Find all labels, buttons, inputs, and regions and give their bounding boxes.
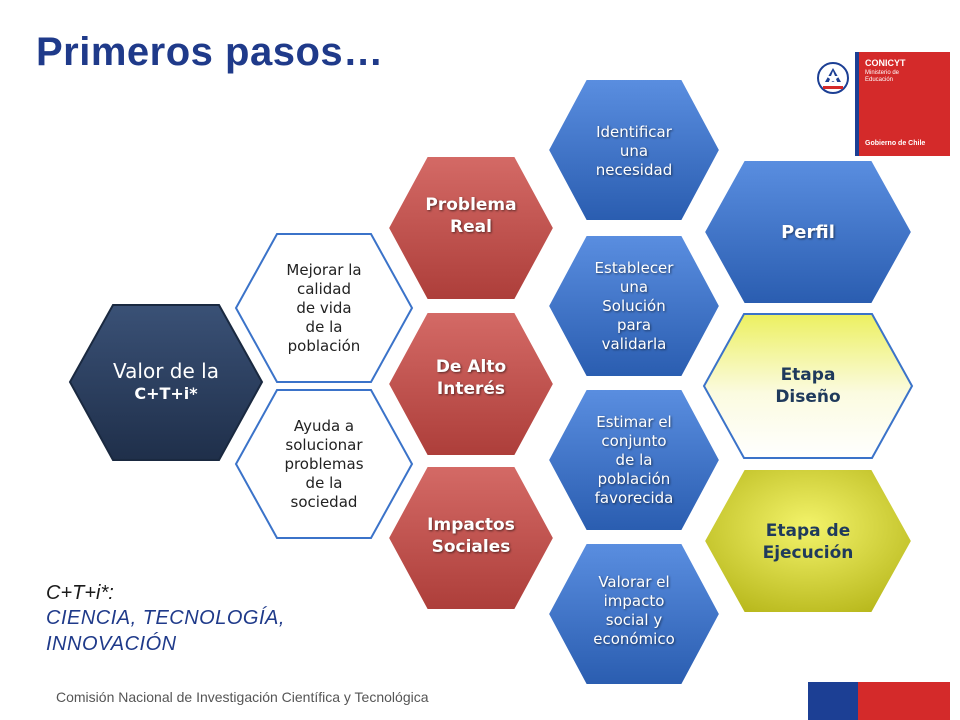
footnote-line-1: CIENCIA, TECNOLOGÍA,	[46, 607, 285, 629]
hex-ayuda	[234, 389, 414, 539]
footer-text: Comisión Nacional de Investigación Cient…	[56, 689, 429, 705]
hex-identificar-text: Identificar una necesidad	[595, 122, 673, 179]
hex-mejorar-text: Mejorar la calidad de vida de la poblaci…	[286, 260, 362, 355]
conicyt-logo: CONICYT Ministerio de Educación Gobierno…	[810, 52, 950, 156]
hex-establecer	[546, 234, 722, 378]
hex-alto-interes-text: De Alto Interés	[435, 357, 507, 399]
footnote-line-2: INNOVACIÓN	[46, 633, 177, 655]
hex-problema-real	[386, 155, 556, 301]
hex-estimar	[546, 388, 722, 532]
logo-government: Gobierno de Chile	[865, 140, 926, 147]
hex-perfil	[702, 159, 914, 305]
page-title: Primeros pasos…	[36, 30, 384, 74]
hex-valorar	[546, 542, 722, 686]
hex-perfil-text: Perfil	[781, 221, 835, 243]
hex-diseno-text: Etapa Diseño	[775, 365, 841, 407]
hex-estimar-text: Estimar el conjunto de la población favo…	[594, 412, 674, 507]
hex-ejecucion-text: Etapa de Ejecución	[762, 521, 854, 563]
hex-establecer-text: Establecer una Solución para validarla	[594, 258, 674, 353]
hex-ejecucion	[702, 468, 914, 614]
logo-ministry: Ministerio de Educación	[865, 70, 900, 83]
hex-problema-real-text: Problema Real	[425, 195, 517, 237]
footnote-title: C+T+i*:	[46, 582, 114, 604]
hex-valor-line1: Valor de la	[113, 358, 219, 383]
hex-diseno	[702, 313, 914, 459]
hex-valor	[68, 304, 264, 461]
hex-impactos	[386, 465, 556, 611]
hex-ayuda-text: Ayuda a solucionar problemas de la socie…	[284, 416, 364, 511]
hex-identificar	[546, 78, 722, 222]
hex-valor-line2: C+T+i*	[134, 383, 198, 403]
hex-valor-text: Valor de la C+T+i*	[100, 330, 232, 434]
hex-valorar-text: Valorar el impacto social y económico	[593, 573, 675, 648]
hex-alto-interes	[386, 311, 556, 457]
flag-bar	[808, 682, 950, 720]
hex-impactos-text: Impactos Sociales	[427, 515, 515, 557]
chile-seal-icon	[817, 62, 849, 94]
footnote: C+T+i*: CIENCIA, TECNOLOGÍA, INNOVACIÓN	[46, 582, 285, 657]
hex-mejorar	[234, 233, 414, 383]
logo-name: CONICYT	[865, 58, 906, 68]
